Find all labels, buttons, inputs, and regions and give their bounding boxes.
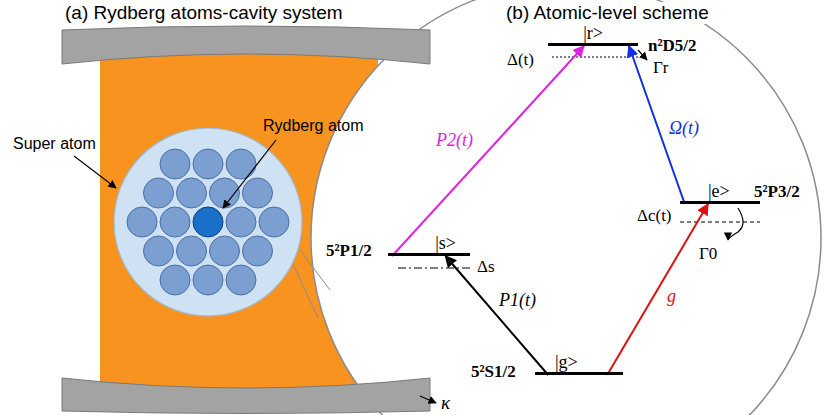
atom (193, 265, 223, 295)
level-label: |e> (680, 181, 760, 201)
atom-group (127, 149, 289, 295)
atom (177, 236, 207, 266)
virtual-level (552, 56, 638, 57)
level-label: |r> (548, 23, 638, 43)
panel-title: (a) Rydberg atoms-cavity system (64, 2, 344, 24)
level-label: |s> (388, 233, 470, 253)
transition-label: P1(t) (498, 290, 537, 310)
transition-label: Ω(t) (668, 118, 700, 138)
atom (243, 236, 273, 266)
decay-label: Γ0 (698, 244, 718, 264)
panel-title: (b) Atomic-level scheme (505, 2, 710, 24)
detuning-label: Δc(t) (636, 206, 673, 226)
atom (127, 207, 157, 237)
atom (160, 207, 190, 237)
atom (226, 207, 256, 237)
atom (243, 178, 273, 208)
virtual-level (680, 221, 760, 222)
atom (210, 236, 240, 266)
level-label: |g> (535, 352, 623, 372)
energy-level: |e>5²P3/2 (680, 181, 760, 204)
zoom-line (300, 250, 330, 290)
leader-line (74, 156, 116, 188)
transition-arrow (392, 46, 584, 256)
transition-label: g (666, 286, 677, 306)
energy-level: |s>5²P1/2 (388, 233, 470, 256)
atom (144, 178, 174, 208)
detuning-label: Δs (476, 257, 496, 277)
bottom-mirror (62, 378, 430, 414)
atom (193, 149, 223, 179)
virtual-level (398, 267, 470, 268)
atom (160, 265, 190, 295)
decay-arrow (728, 208, 743, 240)
loss-rate: κ (440, 392, 451, 414)
zoom-circle (311, 0, 821, 415)
zoom-line (292, 262, 318, 318)
transition-label: P2(t) (435, 130, 474, 150)
decay-label: Γr (652, 58, 670, 78)
term-symbol: 5²S1/2 (471, 362, 516, 381)
atom (259, 207, 289, 237)
part-label: Rydberg atom (262, 117, 365, 135)
atom (160, 149, 190, 179)
leader-line (223, 140, 276, 208)
atom (144, 236, 174, 266)
top-mirror (62, 26, 430, 64)
term-symbol: 5²P1/2 (326, 241, 372, 260)
part-label: Super atom (12, 135, 97, 153)
atom (226, 265, 256, 295)
rydberg-atom (193, 207, 223, 237)
transition-arrow (607, 204, 708, 375)
transition-arrow (445, 256, 548, 375)
atom (226, 149, 256, 179)
term-symbol: n²D5/2 (648, 36, 697, 55)
loss-arrow (420, 396, 436, 403)
atom (177, 178, 207, 208)
energy-level: |g>5²S1/2 (535, 352, 623, 375)
detuning-label: Δ(t) (506, 50, 535, 70)
energy-level: |r>n²D5/2 (548, 23, 638, 46)
decay-arrow (638, 50, 647, 60)
super-atom (114, 128, 302, 316)
term-symbol: 5²P3/2 (754, 182, 800, 201)
